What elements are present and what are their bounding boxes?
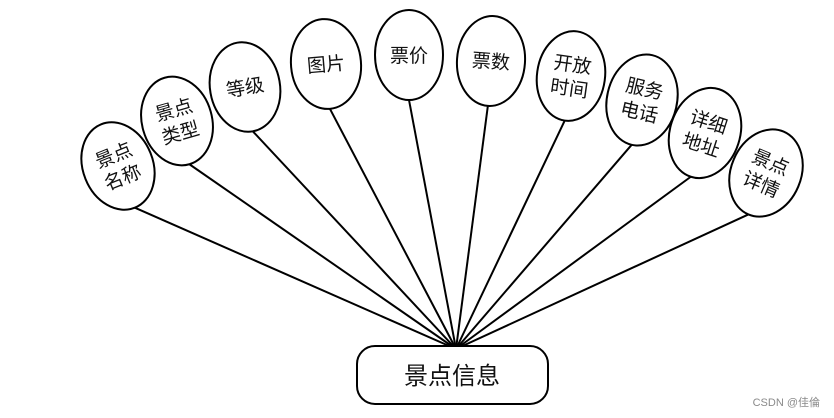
connector-line (329, 108, 457, 350)
attribute-ellipse (667, 86, 743, 180)
attribute-node: 票价 (374, 9, 444, 101)
connector-line (455, 105, 489, 350)
attribute-node: 图片 (289, 18, 363, 110)
attribute-ellipse (605, 53, 679, 147)
attribute-ellipse (455, 15, 527, 107)
attribute-ellipse (728, 128, 804, 218)
connector-line (455, 213, 749, 350)
attribute-label: 票数 (471, 50, 510, 75)
attribute-label: 时间 (549, 75, 590, 102)
attribute-label: 图片 (306, 52, 346, 77)
entity-label: 景点信息 (404, 362, 500, 390)
attribute-label: 票价 (390, 45, 428, 67)
connector-line (134, 206, 457, 350)
attribute-ellipse (208, 41, 282, 133)
connector-line (188, 163, 457, 350)
attribute-ellipse (374, 9, 444, 101)
watermark-text: CSDN @佳倫 (752, 397, 820, 409)
attribute-label: 开放 (552, 52, 593, 79)
attribute-group: 景点名称景点类型等级图片票价票数开放时间服务电话详细地址景点详情 (80, 9, 804, 218)
connector-lines (134, 99, 749, 350)
connector-line (252, 130, 457, 350)
attribute-node: 等级 (208, 41, 282, 133)
connector-line (455, 175, 692, 350)
connector-line (455, 144, 633, 350)
connector-line (408, 99, 457, 350)
attribute-ellipse (535, 30, 607, 122)
connector-line (455, 120, 566, 350)
entity-box: 景点信息 (356, 345, 549, 405)
attribute-node: 票数 (455, 15, 527, 107)
attribute-ellipse (289, 18, 363, 110)
attribute-ellipse (80, 121, 156, 211)
attribute-ellipse (140, 75, 214, 167)
